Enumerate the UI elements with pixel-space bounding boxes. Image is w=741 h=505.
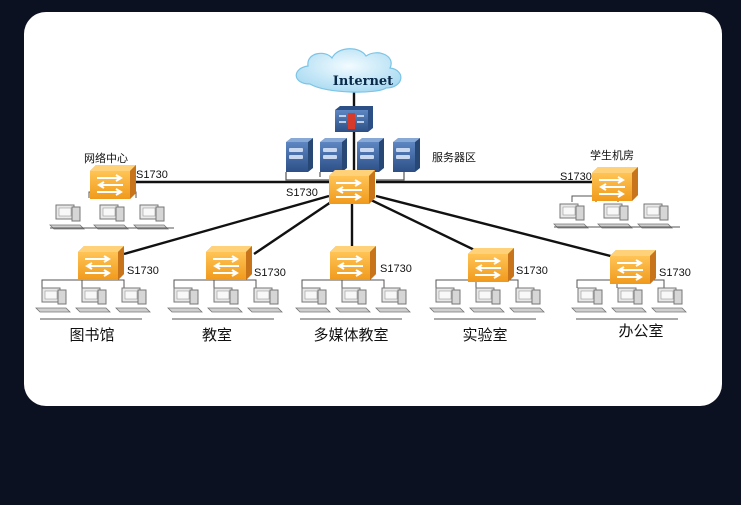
- laboratory-switch-model: S1730: [516, 265, 548, 277]
- server-area-label: 服务器区: [432, 151, 476, 164]
- student-lab-label: 学生机房: [590, 148, 634, 162]
- student-lab-switch-model: S1730: [560, 171, 592, 183]
- core-switch-icon: [328, 169, 376, 205]
- office-switch-icon: [609, 249, 657, 285]
- multimedia-classroom-label: 多媒体教室: [313, 326, 388, 344]
- office-label: 办公室: [618, 322, 663, 340]
- laboratory-label: 实验室: [462, 326, 507, 344]
- student-lab-switch-icon: [591, 166, 639, 202]
- multimedia-switch-model: S1730: [380, 263, 412, 275]
- core-switch-model: S1730: [286, 187, 318, 199]
- computer-icon: [637, 203, 673, 229]
- computer-icon: [93, 204, 129, 230]
- server-icon: [393, 138, 420, 172]
- computer-icon: [49, 204, 85, 230]
- network-center-switch-model: S1730: [136, 169, 168, 181]
- link-core-classroom: [253, 199, 335, 255]
- firewall-icon: [335, 106, 373, 132]
- classroom-label: 教室: [202, 326, 232, 344]
- server-icon: [320, 138, 347, 172]
- classroom-pcs: [168, 288, 282, 319]
- server-icon: [357, 138, 384, 172]
- computer-icon: [133, 204, 169, 230]
- library-switch-icon: [77, 245, 125, 281]
- student-lab-pcs: [553, 203, 680, 229]
- network-center-label: 网络中心: [84, 151, 128, 165]
- internet-cloud-icon: [295, 48, 402, 93]
- network-center-switch-icon: [89, 164, 137, 200]
- diagram-panel: Internet 服务器区 S1730 网络中心 S1730 学生机房 S173…: [24, 12, 722, 406]
- library-pcs: [36, 288, 150, 319]
- network-center-pcs: [49, 204, 174, 230]
- laboratory-switch-icon: [467, 247, 515, 283]
- multimedia-switch-icon: [329, 245, 377, 281]
- server-icon: [286, 138, 313, 172]
- internet-label: Internet: [333, 74, 393, 89]
- office-pcs: [572, 288, 686, 319]
- classroom-switch-model: S1730: [254, 267, 286, 279]
- laboratory-pcs: [430, 288, 544, 319]
- computer-icon: [553, 203, 589, 229]
- link-core-laboratory: [370, 198, 490, 259]
- library-label: 图书馆: [69, 326, 114, 344]
- office-switch-model: S1730: [659, 267, 691, 279]
- link-core-office: [375, 194, 635, 264]
- library-switch-model: S1730: [127, 265, 159, 277]
- computer-icon: [597, 203, 633, 229]
- link-core-library: [123, 194, 330, 256]
- network-topology-diagram: Internet 服务器区 S1730 网络中心 S1730 学生机房 S173…: [24, 48, 691, 344]
- multimedia-pcs: [296, 288, 410, 319]
- network-links: [123, 73, 635, 264]
- classroom-switch-icon: [205, 245, 253, 281]
